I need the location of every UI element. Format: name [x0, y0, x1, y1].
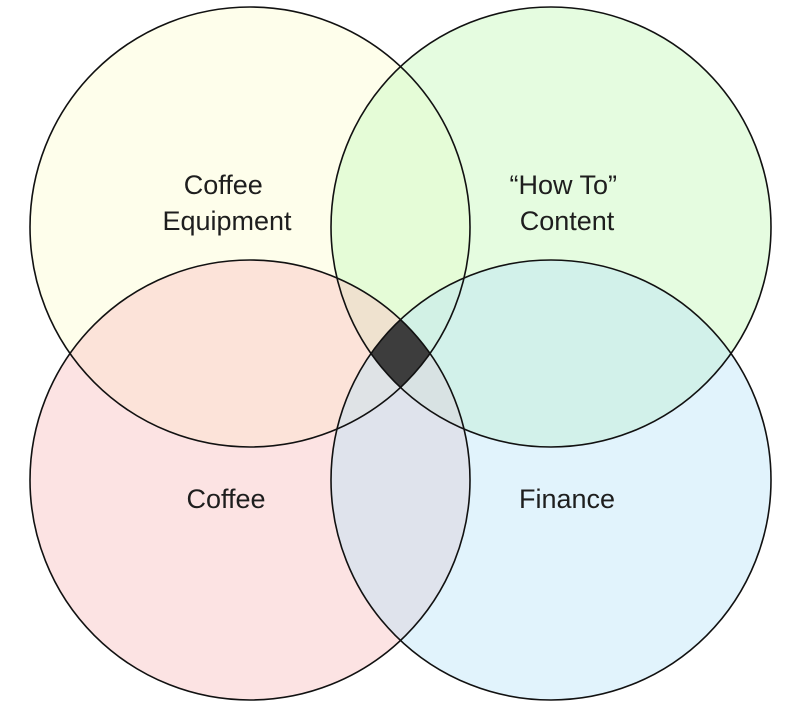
coffee-equipment-label: Coffee Equipment	[162, 170, 292, 236]
coffee-equipment-outline	[29, 6, 471, 448]
finance-outline	[330, 259, 772, 701]
coffee-label: Coffee	[186, 484, 265, 514]
how-to-content-label: “How To” Content	[509, 170, 624, 236]
coffee-outline	[29, 259, 471, 701]
finance-label: Finance	[519, 484, 615, 514]
how-to-content-outline	[330, 6, 772, 448]
